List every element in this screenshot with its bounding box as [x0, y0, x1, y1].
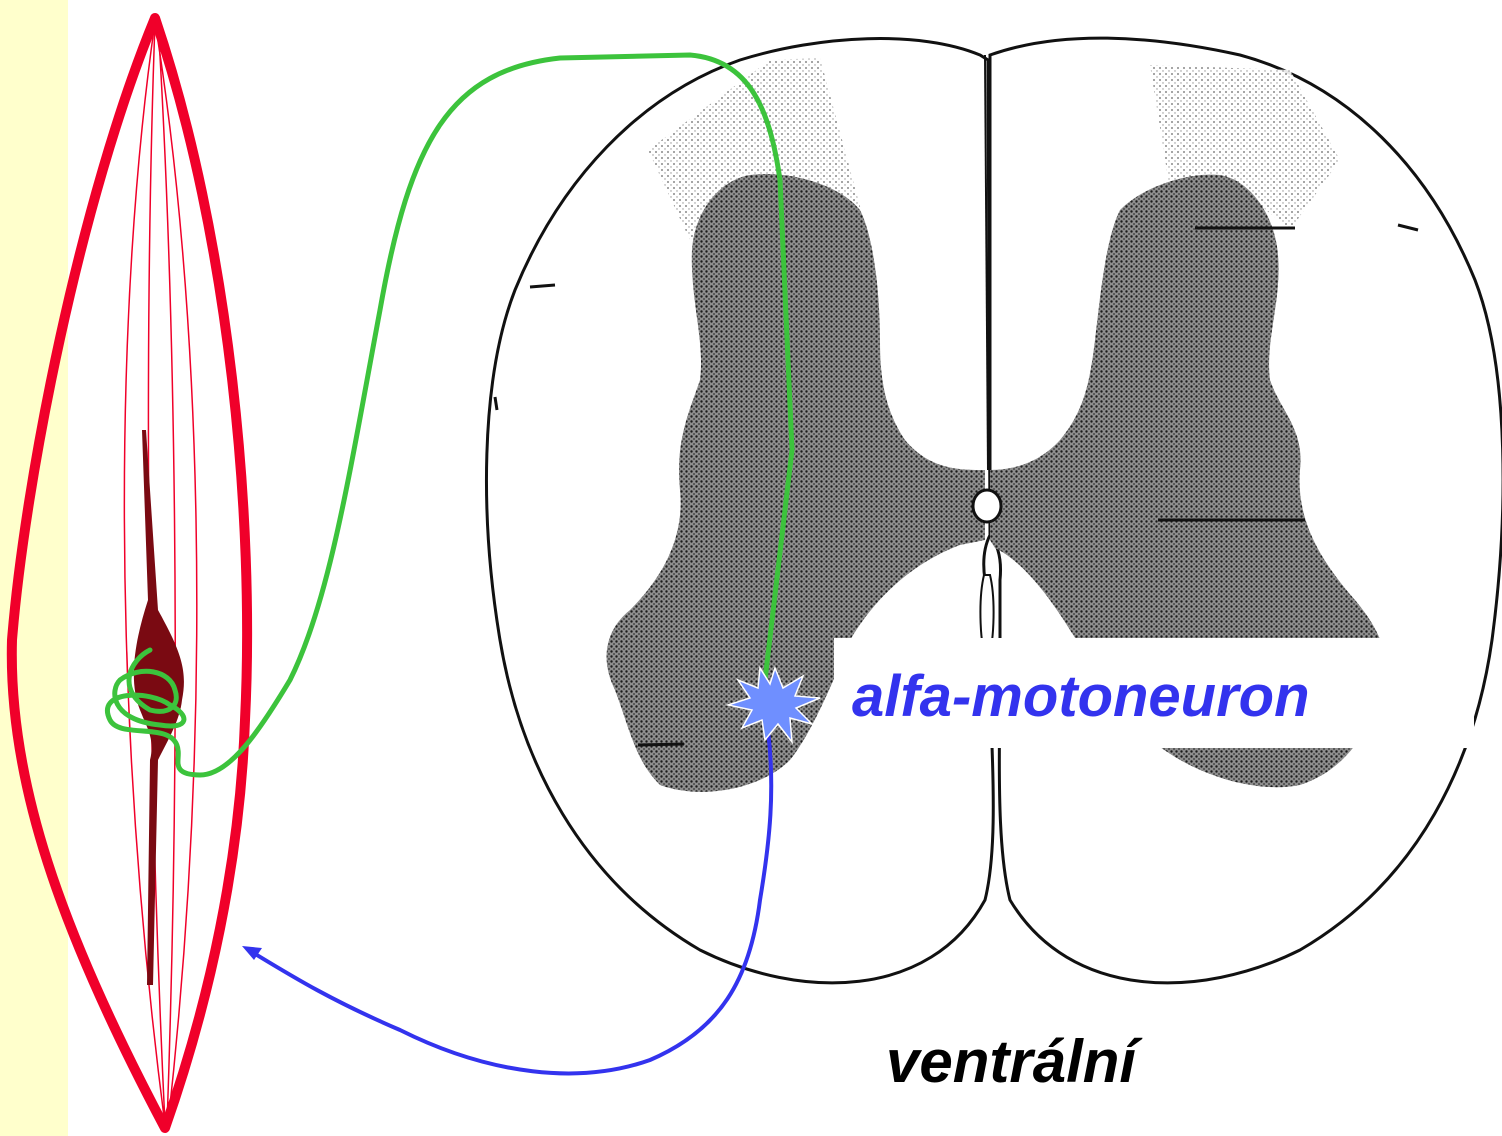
muscle-outline [12, 18, 247, 1128]
orientation-label: ventrální [886, 1032, 1136, 1092]
central-canal [973, 490, 1001, 522]
motoneuron-label: alfa-motoneuron [852, 668, 1310, 726]
muscle-fibers [124, 22, 196, 1125]
